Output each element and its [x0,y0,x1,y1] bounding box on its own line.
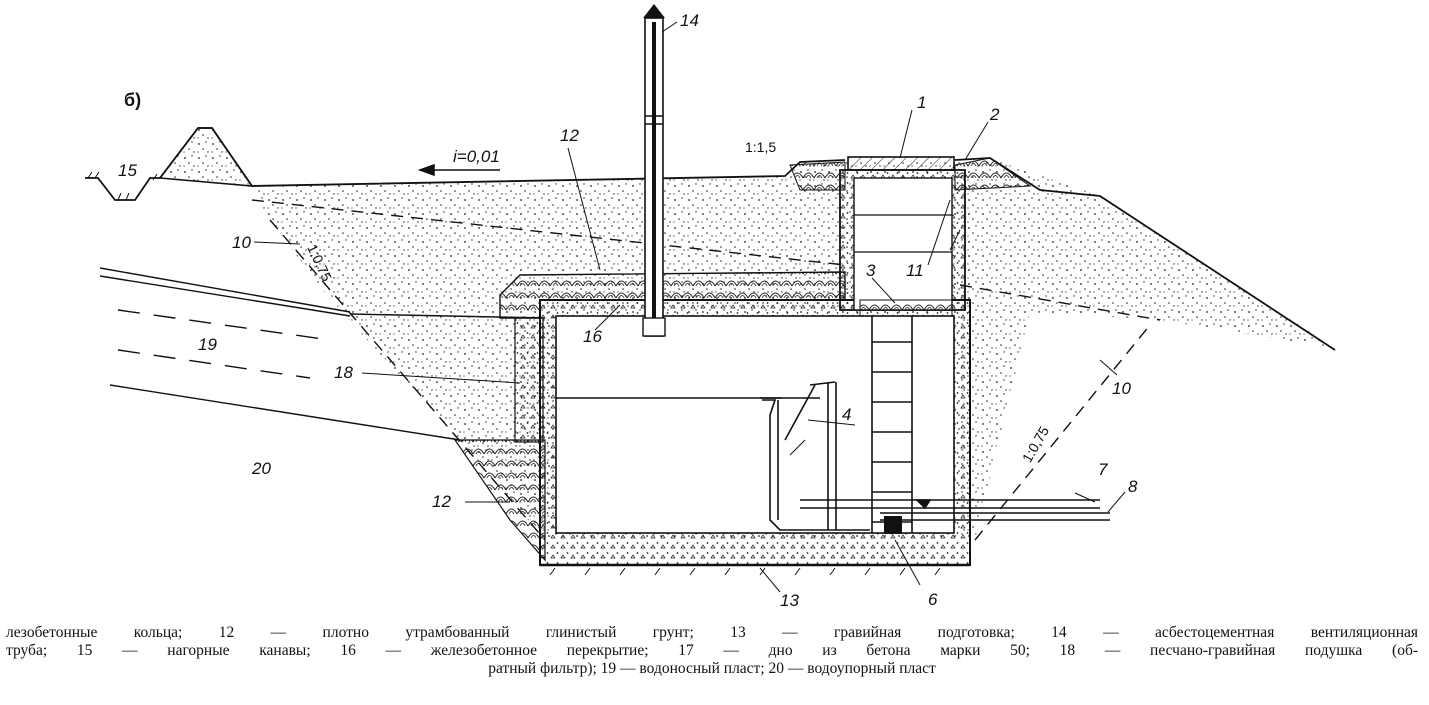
caption-line-2: труба; 15 — нагорные канавы; 16 — железо… [6,642,1418,659]
callout-1: 1 [917,93,926,112]
callout-13: 13 [780,591,799,610]
callout-20: 20 [251,459,271,478]
figure-label: б) [124,90,141,110]
leader-lines [253,21,1126,593]
callout-3: 3 [866,261,876,280]
callout-7: 7 [1098,460,1108,479]
ground-hatch-marks [87,171,158,201]
callout-11: 11 [906,261,924,280]
callout-14: 14 [680,11,699,30]
callout-19: 19 [198,335,217,354]
access-shaft [839,169,966,317]
callout-12-bottom: 12 [432,492,451,511]
ventilation-pipe [642,4,666,337]
pump-valve [884,516,902,534]
ratio-right-label: 1:0,75 [1019,423,1052,465]
internal-pipes [760,381,1110,531]
sand-gravel-cushion [514,317,544,443]
hatch-cover [847,156,955,171]
ratio-top-label: 1:1,5 [745,139,776,155]
callout-6: 6 [928,590,938,609]
aquifer-layer [99,267,546,441]
caption-line-3: ратный фильтр); 19 — водоносный пласт; 2… [488,660,936,677]
callout-10-right: 10 [1112,379,1131,398]
slope-arrow [417,163,500,177]
slope-label: i=0,01 [453,147,500,166]
callout-4: 4 [842,405,851,424]
callout-16: 16 [583,327,602,346]
well-cross-section-diagram: б) i=0,01 1:1,5 1:0,75 1:0,75 1 2 3 4 6 … [85,4,1336,610]
ladder [871,316,913,533]
callout-18: 18 [334,363,353,382]
callout-8: 8 [1128,477,1138,496]
callout-2: 2 [989,105,1000,124]
caption-line-1: лезобетонные кольца; 12 — плотно утрамбо… [6,624,1418,641]
callout-15: 15 [118,161,137,180]
callout-12-top: 12 [560,126,579,145]
figure-caption: лезобетонные кольца; 12 — плотно утрамбо… [6,624,1418,678]
gravel-base [549,567,941,576]
callout-10-left: 10 [232,233,251,252]
